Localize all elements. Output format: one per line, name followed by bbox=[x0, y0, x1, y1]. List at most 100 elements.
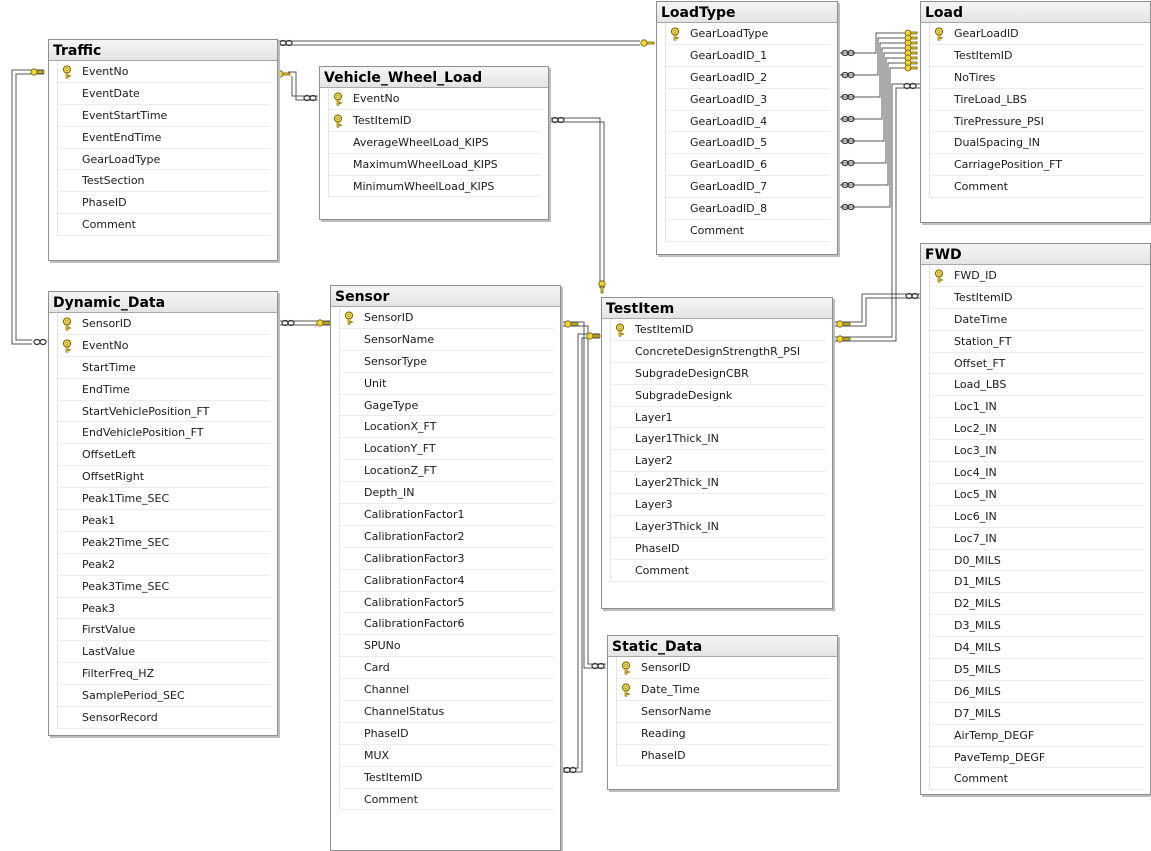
column-row[interactable]: D5_MILS bbox=[930, 659, 1144, 681]
column-row[interactable]: MUX bbox=[340, 745, 554, 767]
column-row[interactable]: AverageWheelLoad_KIPS bbox=[329, 132, 542, 154]
column-row[interactable]: OffsetRight bbox=[58, 466, 271, 489]
column-row[interactable]: EndVehiclePosition_FT bbox=[58, 422, 271, 445]
column-row[interactable]: EventNo bbox=[58, 61, 271, 83]
column-row[interactable]: ChannelStatus bbox=[340, 701, 554, 723]
column-row[interactable]: Comment bbox=[58, 214, 271, 237]
column-row[interactable]: SensorName bbox=[617, 701, 831, 723]
column-row[interactable]: GearLoadID_1 bbox=[666, 45, 831, 67]
column-row[interactable]: Comment bbox=[340, 789, 554, 811]
column-row[interactable]: GearLoadID_2 bbox=[666, 67, 831, 89]
column-row[interactable]: EventNo bbox=[58, 335, 271, 357]
column-row[interactable]: Peak2Time_SEC bbox=[58, 532, 271, 554]
column-row[interactable]: SamplePeriod_SEC bbox=[58, 685, 271, 708]
column-row[interactable]: GearLoadType bbox=[666, 23, 831, 45]
column-row[interactable]: SensorName bbox=[340, 329, 554, 351]
column-row[interactable]: GearLoadID_6 bbox=[666, 154, 831, 177]
column-row[interactable]: Depth_IN bbox=[340, 482, 554, 505]
column-row[interactable]: Station_FT bbox=[930, 331, 1144, 353]
column-row[interactable]: PhaseID bbox=[340, 723, 554, 745]
column-row[interactable]: Peak3Time_SEC bbox=[58, 576, 271, 598]
column-row[interactable]: Loc1_IN bbox=[930, 396, 1144, 419]
column-row[interactable]: ConcreteDesignStrengthR_PSI bbox=[611, 341, 826, 363]
column-row[interactable]: GearLoadID_3 bbox=[666, 89, 831, 111]
column-row[interactable]: EventNo bbox=[329, 88, 542, 110]
column-row[interactable]: TestItemID bbox=[930, 45, 1144, 67]
column-row[interactable]: GearLoadID_5 bbox=[666, 132, 831, 155]
column-row[interactable]: LocationX_FT bbox=[340, 416, 554, 439]
column-row[interactable]: TestItemID bbox=[340, 767, 554, 789]
column-row[interactable]: TestItemID bbox=[611, 319, 826, 341]
column-row[interactable]: FirstValue bbox=[58, 619, 271, 642]
column-row[interactable]: GearLoadType bbox=[58, 149, 271, 171]
column-row[interactable]: CalibrationFactor6 bbox=[340, 613, 554, 636]
column-row[interactable]: TestSection bbox=[58, 170, 271, 193]
column-row[interactable]: NoTires bbox=[930, 67, 1144, 89]
column-row[interactable]: Layer2Thick_IN bbox=[611, 472, 826, 495]
column-row[interactable]: Loc5_IN bbox=[930, 484, 1144, 506]
column-row[interactable]: D4_MILS bbox=[930, 637, 1144, 660]
column-row[interactable]: CalibrationFactor4 bbox=[340, 570, 554, 592]
column-row[interactable]: TirePressure_PSI bbox=[930, 111, 1144, 133]
column-row[interactable]: OffsetLeft bbox=[58, 444, 271, 467]
column-row[interactable]: LastValue bbox=[58, 641, 271, 664]
column-row[interactable]: TestItemID bbox=[930, 287, 1144, 309]
column-row[interactable]: DualSpacing_IN bbox=[930, 132, 1144, 155]
column-row[interactable]: D6_MILS bbox=[930, 681, 1144, 703]
column-row[interactable]: Comment bbox=[930, 176, 1144, 199]
column-row[interactable]: GearLoadID_4 bbox=[666, 111, 831, 133]
column-row[interactable]: Offset_FT bbox=[930, 353, 1144, 375]
column-row[interactable]: FilterFreq_HZ bbox=[58, 663, 271, 686]
column-row[interactable]: CarriagePosition_FT bbox=[930, 154, 1144, 177]
column-row[interactable]: CalibrationFactor1 bbox=[340, 504, 554, 526]
column-row[interactable]: Peak1 bbox=[58, 510, 271, 532]
column-row[interactable]: SensorType bbox=[340, 351, 554, 373]
column-row[interactable]: Layer3 bbox=[611, 494, 826, 517]
column-row[interactable]: MaximumWheelLoad_KIPS bbox=[329, 154, 542, 176]
column-row[interactable]: Unit bbox=[340, 373, 554, 395]
column-row[interactable]: Loc2_IN bbox=[930, 418, 1144, 441]
column-row[interactable]: Loc4_IN bbox=[930, 462, 1144, 484]
column-row[interactable]: MinimumWheelLoad_KIPS bbox=[329, 176, 542, 198]
column-row[interactable]: SensorRecord bbox=[58, 707, 271, 729]
column-row[interactable]: Layer1Thick_IN bbox=[611, 428, 826, 451]
column-row[interactable]: Reading bbox=[617, 723, 831, 745]
column-row[interactable]: LocationY_FT bbox=[340, 438, 554, 461]
column-row[interactable]: EventDate bbox=[58, 83, 271, 105]
column-row[interactable]: D7_MILS bbox=[930, 703, 1144, 725]
column-row[interactable]: SPUNo bbox=[340, 635, 554, 658]
column-row[interactable]: D0_MILS bbox=[930, 550, 1144, 572]
column-row[interactable]: Peak1Time_SEC bbox=[58, 488, 271, 511]
column-row[interactable]: PhaseID bbox=[58, 192, 271, 215]
column-row[interactable]: StartVehiclePosition_FT bbox=[58, 401, 271, 423]
column-row[interactable]: TireLoad_LBS bbox=[930, 89, 1144, 111]
column-row[interactable]: PhaseID bbox=[617, 745, 831, 767]
column-row[interactable]: GearLoadID bbox=[930, 23, 1144, 45]
column-row[interactable]: CalibrationFactor3 bbox=[340, 548, 554, 570]
column-row[interactable]: LocationZ_FT bbox=[340, 460, 554, 483]
column-row[interactable]: Layer2 bbox=[611, 450, 826, 473]
column-row[interactable]: Layer3Thick_IN bbox=[611, 516, 826, 538]
column-row[interactable]: GageType bbox=[340, 395, 554, 417]
column-row[interactable]: PaveTemp_DEGF bbox=[930, 747, 1144, 769]
column-row[interactable]: CalibrationFactor2 bbox=[340, 526, 554, 548]
column-row[interactable]: Channel bbox=[340, 679, 554, 702]
column-row[interactable]: StartTime bbox=[58, 357, 271, 379]
column-row[interactable]: EndTime bbox=[58, 379, 271, 401]
column-row[interactable]: Peak2 bbox=[58, 554, 271, 576]
column-row[interactable]: D1_MILS bbox=[930, 571, 1144, 594]
column-row[interactable]: EventEndTime bbox=[58, 127, 271, 149]
column-row[interactable]: GearLoadID_8 bbox=[666, 198, 831, 221]
column-row[interactable]: Loc6_IN bbox=[930, 506, 1144, 528]
column-row[interactable]: CalibrationFactor5 bbox=[340, 592, 554, 614]
column-row[interactable]: Load_LBS bbox=[930, 374, 1144, 397]
column-row[interactable]: EventStartTime bbox=[58, 105, 271, 127]
column-row[interactable]: Layer1 bbox=[611, 407, 826, 429]
